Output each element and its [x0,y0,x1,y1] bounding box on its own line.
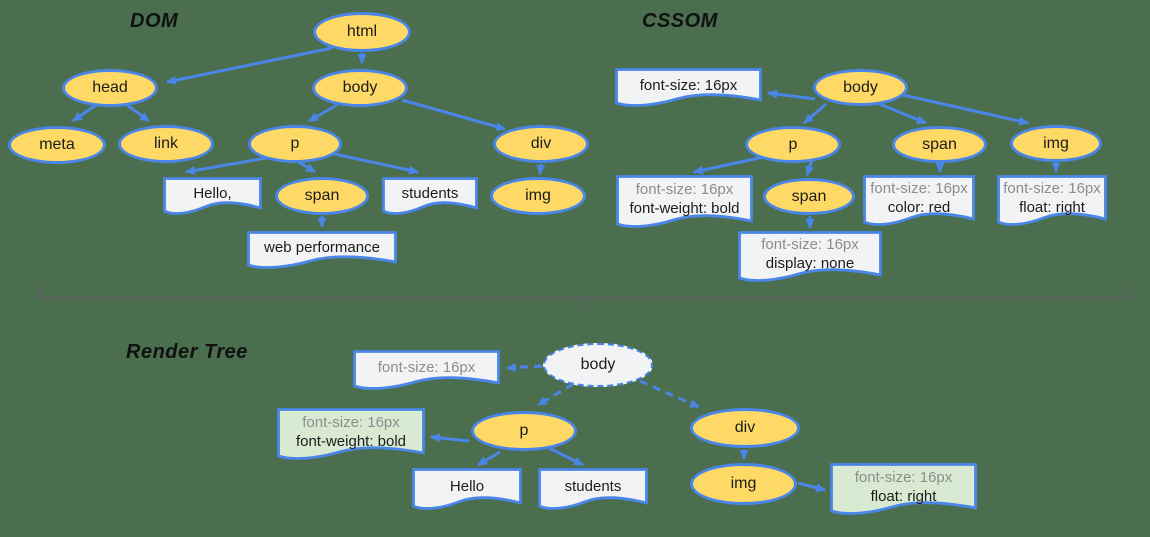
document-shape [616,175,753,228]
cssom-node-p: p [745,126,841,163]
cssom-node-p-span: span [763,178,855,215]
dom-node-html: html [313,12,411,52]
arrow [329,151,419,175]
cssom-title: CSSOM [642,10,718,32]
arrow [537,382,574,407]
dom-node-link: link [118,125,214,163]
arrow [536,163,546,175]
render-style-p: font-size: 16px font-weight: bold [277,408,425,460]
arrow [902,93,1029,126]
arrow [308,103,338,123]
arrow [803,102,827,125]
dom-node-head: head [62,69,158,107]
arrow [797,481,826,493]
cssom-rule-body: font-size: 16px [615,68,762,107]
dom-node-meta: meta [8,126,106,164]
dom-title: DOM [130,10,179,32]
cssom-rule-p: font-size: 16px font-weight: bold [616,175,753,228]
document-shape [382,177,478,215]
document-shape [277,408,425,460]
render-node-p: p [471,411,577,451]
render-node-img: img [690,463,797,505]
dom-text-node-students: students [382,177,478,215]
dom-node-div: div [493,125,589,163]
render-style-body: font-size: 16px [353,350,500,390]
render-style-img: font-size: 16px float: right [830,463,977,515]
arrow [166,46,333,85]
dom-text-node-web-performance: web performance [247,231,397,269]
render-text-node-students: students [538,468,648,510]
arrow [401,98,506,131]
document-shape [830,463,977,515]
document-shape [538,468,648,510]
document-shape [997,175,1107,226]
document-shape [353,350,500,390]
arrow [639,379,700,409]
document-shape [615,68,762,107]
gather-bracket [40,284,1132,311]
cssom-node-span: span [892,126,987,163]
arrow [767,89,816,101]
arrow [876,101,927,125]
arrow [548,446,584,467]
dom-node-img: img [490,177,586,215]
cssom-rule-p-span: font-size: 16px display: none [738,231,882,282]
arrow [506,362,543,372]
render-node-body: body [543,343,653,387]
document-shape [863,175,975,226]
arrow [693,155,765,175]
cssom-node-img: img [1010,125,1102,162]
arrow [72,103,97,123]
arrow [185,155,273,175]
document-shape [163,177,262,215]
dom-node-span: span [275,177,369,215]
cssom-rule-img: font-size: 16px float: right [997,175,1107,226]
cssom-rule-span: font-size: 16px color: red [863,175,975,226]
arrow [805,159,815,176]
document-shape [738,231,882,282]
dom-text-node-hello: Hello, [163,177,262,215]
document-shape [247,231,397,269]
arrow [126,103,150,123]
arrow [430,433,470,443]
render-text-node-hello: Hello [412,468,522,510]
render-tree-title: Render Tree [126,341,248,363]
dom-node-p: p [248,125,342,163]
arrow [477,450,501,467]
cssom-node-body: body [813,69,908,106]
document-shape [412,468,522,510]
render-node-div: div [690,408,800,448]
dom-node-body: body [312,69,408,107]
